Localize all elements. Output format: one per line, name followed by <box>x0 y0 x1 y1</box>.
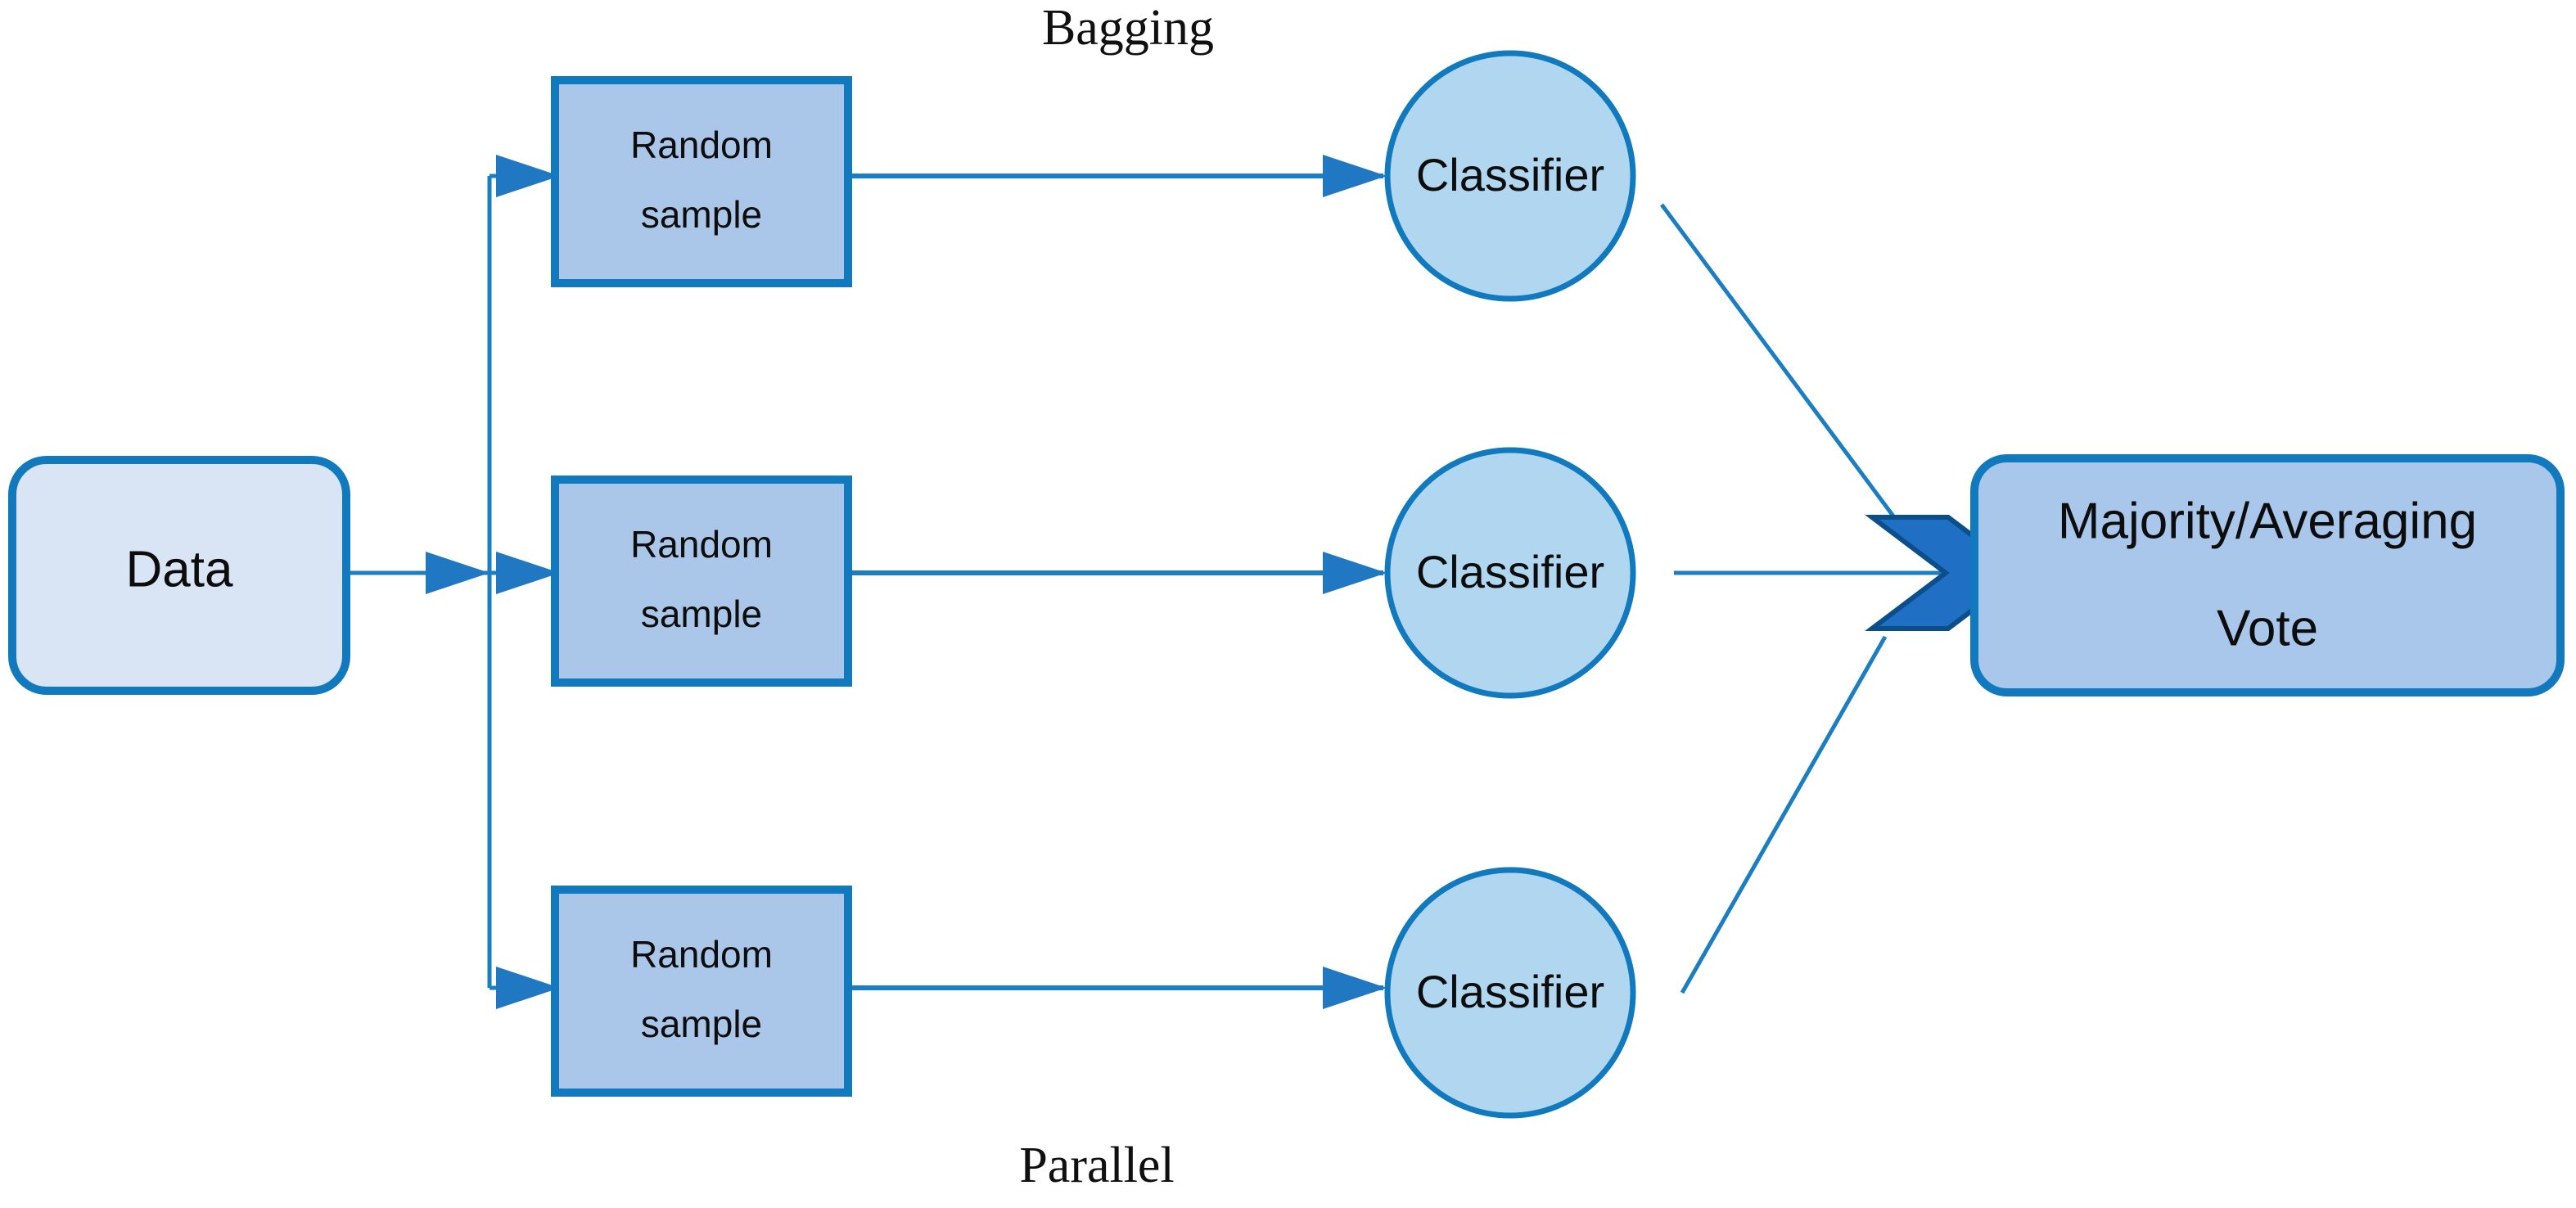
arrowhead-icon <box>496 155 560 197</box>
arrowhead-icon <box>1323 967 1387 1009</box>
node-classifier-3-label: Classifier <box>1416 966 1604 1017</box>
connector-split-to-sample-2 <box>489 552 560 594</box>
node-data-label: Data <box>126 541 233 597</box>
node-random-sample-2[interactable]: Random sample <box>551 476 852 687</box>
node-classifier-2[interactable]: Classifier <box>1384 447 1636 699</box>
node-random-sample-3-line1: Random <box>630 933 773 976</box>
connector-sample-3-to-classifier-3 <box>848 967 1387 1009</box>
connector-sample-2-to-classifier-2 <box>848 552 1387 594</box>
node-random-sample-1[interactable]: Random sample <box>551 76 852 287</box>
arrowhead-icon <box>496 967 560 1009</box>
connector-data-to-split <box>337 552 489 594</box>
arrowhead-icon <box>496 552 560 594</box>
node-random-sample-3-line2: sample <box>641 1003 762 1045</box>
connector-split-to-sample-3 <box>489 967 560 1009</box>
node-classifier-1[interactable]: Classifier <box>1384 50 1636 302</box>
node-classifier-2-label: Classifier <box>1416 546 1604 597</box>
connector-sample-1-to-classifier-1 <box>848 155 1387 197</box>
node-classifier-1-label: Classifier <box>1416 149 1604 201</box>
connector-classifier-1-to-aggregator <box>1659 203 1902 525</box>
node-random-sample-1-line1: Random <box>630 124 773 166</box>
diagram-title-top: Bagging <box>1042 0 1214 56</box>
arrowhead-icon <box>426 552 489 594</box>
node-random-sample-2-line1: Random <box>630 523 773 566</box>
diagram-title-bottom: Parallel <box>1019 1138 1174 1193</box>
node-classifier-3[interactable]: Classifier <box>1384 867 1636 1119</box>
node-aggregator-line1: Majority/Averaging <box>2058 493 2477 549</box>
node-random-sample-1-line2: sample <box>641 193 762 236</box>
connector-split-to-sample-1 <box>489 155 560 197</box>
node-aggregator[interactable]: Majority/Averaging Vote <box>1970 454 2565 696</box>
node-random-sample-2-line2: sample <box>641 593 762 635</box>
node-data[interactable]: Data <box>8 456 350 695</box>
arrowhead-icon <box>1323 155 1387 197</box>
arrowhead-icon <box>1323 552 1387 594</box>
node-random-sample-3[interactable]: Random sample <box>551 886 852 1097</box>
connector-classifier-3-to-aggregator <box>1680 635 1888 994</box>
node-aggregator-line2: Vote <box>2217 600 2318 656</box>
